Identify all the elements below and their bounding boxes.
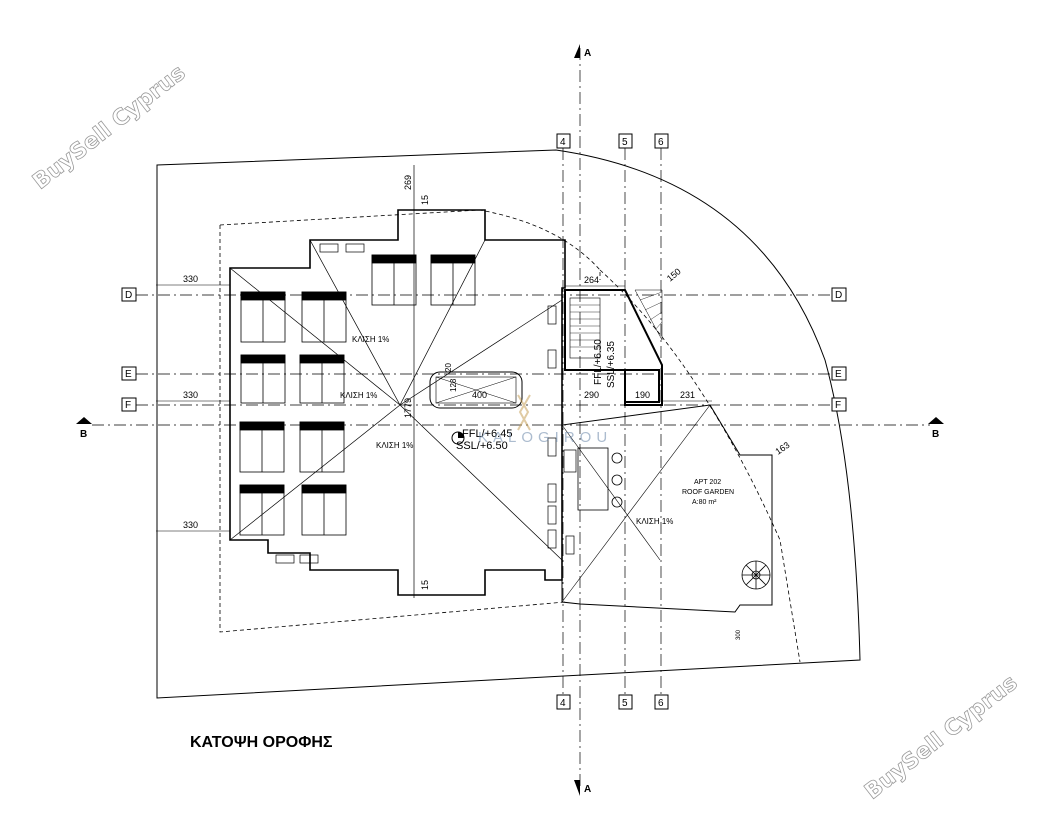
- watermark-bottom-right: BuySell Cyprus: [860, 670, 1022, 804]
- svg-text:E: E: [835, 369, 842, 380]
- watermark-top-left: BuySell Cyprus: [28, 60, 190, 194]
- svg-text:6: 6: [658, 698, 664, 709]
- svg-text:5: 5: [622, 137, 628, 148]
- garden-hip-1: [561, 404, 711, 603]
- section-marker-b-right: B: [928, 417, 944, 440]
- drawing-title: ΚΑΤΟΨΗ ΟΡΟΦΗΣ: [190, 734, 333, 751]
- agency-logo-text: KALOGIROU: [478, 429, 612, 446]
- slope-3: ΚΛΙΣΗ 1%: [376, 441, 413, 450]
- slope-1: ΚΛΙΣΗ 1%: [352, 335, 389, 344]
- grid-label-f-right: F: [831, 397, 847, 412]
- setback-arc: [599, 269, 801, 663]
- svg-text:B: B: [80, 429, 87, 440]
- svg-text:D: D: [125, 290, 132, 301]
- dim-400: 400: [472, 390, 487, 400]
- ffl-main: FFL/+6.45: [462, 428, 512, 440]
- section-marker-a-bottom: A: [574, 780, 591, 796]
- grid-label-5-bottom: 5: [618, 694, 633, 710]
- svg-text:A: A: [584, 784, 591, 795]
- plot-boundary: [156, 149, 861, 699]
- grid-label-4-bottom: 4: [556, 694, 571, 710]
- dimension-labels: 269 330 330 330 264 150 163 231 290 190 …: [156, 175, 791, 640]
- dim-330-a: 330: [183, 274, 198, 284]
- ssl-main: SSL/+6.50: [456, 440, 508, 452]
- spiral-stair: [741, 560, 771, 590]
- svg-text:F: F: [835, 400, 841, 411]
- solar-panels: [239, 254, 476, 536]
- grid-label-f-left: F: [121, 397, 137, 412]
- dim-290: 290: [584, 390, 599, 400]
- garden-area: A:80 m²: [692, 499, 717, 506]
- svg-text:5: 5: [622, 698, 628, 709]
- grid-label-5-top: 5: [618, 133, 633, 149]
- roof-hip-lines: [229, 239, 563, 561]
- garden-hip-2: [561, 424, 661, 561]
- dim-330-b: 330: [183, 390, 198, 400]
- svg-text:D: D: [835, 290, 842, 301]
- grid-label-6-top: 6: [654, 133, 669, 149]
- dim-15-top: 15: [420, 195, 430, 205]
- rooftop-units: [275, 243, 577, 564]
- slope-2: ΚΛΙΣΗ 1%: [340, 391, 377, 400]
- section-marker-b-left: B: [76, 417, 92, 440]
- dim-300: 300: [736, 629, 742, 640]
- roof-garden-label: APT 202 ROOF GARDEN A:80 m²: [682, 479, 734, 506]
- svg-text:6: 6: [658, 137, 664, 148]
- level-labels: FFL/+6.50 SSL/+6.35 FFL/+6.45 SSL/+6.50: [451, 339, 617, 452]
- ssl-stair: SSL/+6.35: [606, 341, 617, 388]
- dim-264: 264: [584, 275, 599, 285]
- svg-text:B: B: [932, 429, 939, 440]
- ffl-stair: FFL/+6.50: [593, 339, 604, 385]
- dim-20: 20: [444, 363, 453, 372]
- grid-label-4-top: 4: [556, 133, 571, 149]
- dim-330-c: 330: [183, 520, 198, 530]
- grid-label-e-left: E: [121, 366, 137, 381]
- svg-text:F: F: [125, 400, 131, 411]
- roof-garden-outline: [561, 404, 773, 613]
- svg-text:4: 4: [560, 137, 566, 148]
- dim-1779: 1779: [403, 398, 413, 418]
- dim-15-bottom: 15: [420, 580, 430, 590]
- dim-150: 150: [665, 266, 683, 283]
- dim-190: 190: [635, 390, 650, 400]
- stair-core: [564, 289, 663, 406]
- dim-269: 269: [403, 175, 413, 190]
- slope-labels: ΚΛΙΣΗ 1% ΚΛΙΣΗ 1% ΚΛΙΣΗ 1% ΚΛΙΣΗ 1%: [340, 335, 673, 526]
- setback-line: [219, 209, 601, 633]
- roof-outline: [229, 209, 566, 596]
- slope-4: ΚΛΙΣΗ 1%: [636, 517, 673, 526]
- dim-163: 163: [773, 440, 791, 457]
- grid-label-6-bottom: 6: [654, 694, 669, 710]
- outdoor-table: [577, 447, 623, 511]
- svg-text:A: A: [584, 48, 591, 59]
- dim-231: 231: [680, 390, 695, 400]
- skylight: [429, 371, 523, 409]
- grid-label-d-left: D: [121, 287, 137, 302]
- garden-apt: APT 202: [694, 479, 721, 486]
- garden-name: ROOF GARDEN: [682, 489, 734, 496]
- grid-label-d-right: D: [831, 287, 847, 302]
- svg-text:4: 4: [560, 698, 566, 709]
- svg-text:E: E: [125, 369, 132, 380]
- dim-128: 128: [449, 378, 458, 392]
- agency-logo: KALOGIROU: [478, 394, 612, 446]
- grid-label-e-right: E: [831, 366, 847, 381]
- section-marker-a-top: A: [574, 44, 591, 59]
